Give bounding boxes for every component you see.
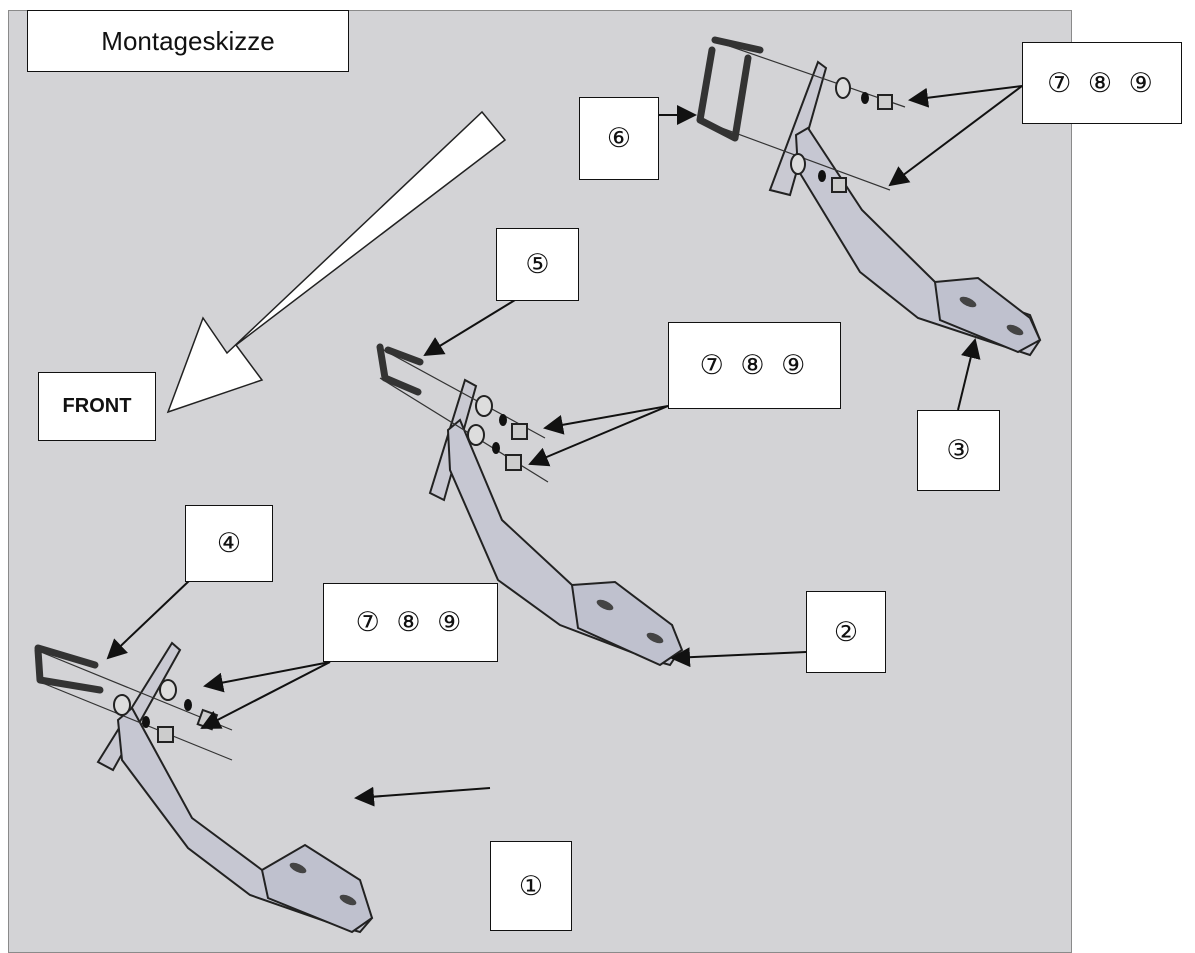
washer-3b — [790, 153, 806, 175]
washer-2b — [467, 424, 485, 446]
bracket-1 — [34, 641, 374, 934]
bracket-1-slot-b — [339, 894, 357, 906]
bracket-3 — [696, 36, 1042, 357]
nut-3a — [877, 94, 893, 110]
axis-line-3a — [711, 39, 906, 108]
callout-2: ② — [806, 591, 886, 673]
lockwasher-2a — [499, 414, 507, 426]
nut-2b — [505, 454, 522, 471]
callout-4: ④ — [185, 505, 273, 582]
leader-1 — [354, 786, 491, 807]
leader-hw-top-a — [908, 85, 1023, 108]
leader-hw-mid-b — [528, 405, 669, 467]
leader-2 — [670, 647, 807, 668]
leader-3 — [957, 338, 981, 411]
lockwasher-1a — [184, 699, 192, 711]
bolt-5-ubolt — [376, 343, 424, 396]
axis-line-1b — [39, 681, 233, 761]
callout-hardware-bottom: ⑦ ⑧ ⑨ — [323, 583, 498, 662]
bracket-1-slot-a — [289, 862, 307, 874]
callout-1: ① — [490, 841, 572, 931]
leader-4 — [106, 579, 191, 660]
bracket-2 — [376, 343, 684, 667]
lockwasher-2b — [492, 442, 500, 454]
lockwasher-3b — [818, 170, 826, 182]
callout-3: ③ — [917, 410, 1000, 491]
bracket-3-slot-b — [1006, 324, 1024, 336]
bracket-2-slot-b — [646, 632, 664, 644]
leader-hw-mid-a — [543, 405, 669, 435]
callout-hardware-top: ⑦ ⑧ ⑨ — [1022, 42, 1182, 124]
washer-2a — [475, 395, 493, 417]
leader-hw-top-b — [888, 85, 1023, 187]
bolt-6-ubolt — [696, 36, 764, 142]
washer-3a — [835, 77, 851, 99]
bracket-2-slot-a — [596, 599, 614, 611]
nut-2a — [511, 423, 528, 440]
diagram-title: Montageskizze — [27, 10, 349, 72]
leader-hw-bottom-b — [200, 661, 331, 729]
bracket-2-foot — [570, 580, 684, 667]
front-label: FRONT — [38, 372, 156, 441]
callout-6: ⑥ — [579, 97, 659, 180]
lockwasher-1b — [142, 716, 150, 728]
washer-1a — [159, 679, 177, 701]
callout-hardware-middle: ⑦ ⑧ ⑨ — [668, 322, 841, 409]
leader-hw-bottom-a — [203, 661, 331, 693]
axis-line-1a — [35, 649, 233, 731]
bracket-1-foot — [260, 843, 374, 934]
bracket-3-plate — [768, 60, 828, 197]
leader-5 — [423, 299, 516, 357]
nut-1b — [157, 726, 174, 743]
callout-5: ⑤ — [496, 228, 579, 301]
front-direction-arrow — [166, 110, 507, 414]
bolt-4-ubolt — [34, 644, 104, 694]
bracket-3-slot-a — [959, 296, 977, 308]
lockwasher-3a — [861, 92, 869, 104]
washer-1b — [113, 694, 131, 716]
nut-3b — [831, 177, 847, 193]
